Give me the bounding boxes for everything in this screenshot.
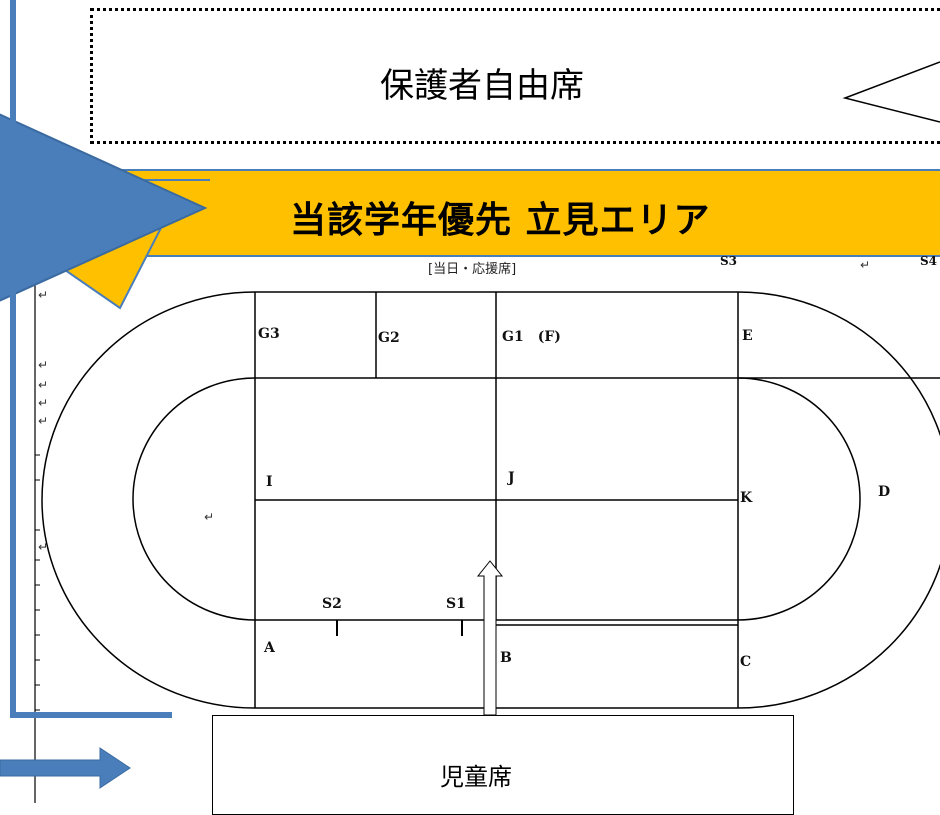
s4-label: S4 — [920, 254, 938, 268]
parent-seating-box — [90, 8, 940, 144]
priority-banner-label: 当該学年優先 立見エリア — [290, 200, 711, 241]
area-k-label: K — [740, 490, 753, 506]
blue-arrow-head — [0, 113, 208, 302]
area-a-label: A — [264, 640, 275, 656]
area-g3-label: G3 — [258, 326, 280, 342]
children-seating-box — [212, 715, 794, 815]
area-d-label: D — [878, 484, 891, 500]
children-seating-label: 児童席 — [440, 763, 512, 791]
area-e-label: E — [742, 328, 753, 344]
s3-label: S3 — [720, 254, 738, 268]
s2-label: S2 — [322, 596, 342, 612]
area-j-label: J — [508, 470, 515, 486]
priority-banner — [111, 169, 940, 257]
track-header-text: [当日・応援席] — [428, 262, 517, 277]
parent-seating-label: 保護者自由席 — [380, 66, 584, 106]
area-g2-label: G2 — [378, 330, 400, 346]
area-i-label: I — [266, 474, 273, 490]
area-g1-label: G1 (F) — [502, 329, 561, 345]
blue-connector-horizontal — [10, 712, 172, 718]
blue-connector-vertical — [10, 0, 16, 718]
area-c-label: C — [740, 654, 752, 670]
up-arrow — [476, 560, 504, 716]
bubble-pointer — [842, 61, 940, 123]
s1-label: S1 — [446, 596, 466, 612]
area-b-label: B — [500, 650, 512, 666]
blue-block-arrow — [0, 747, 131, 789]
